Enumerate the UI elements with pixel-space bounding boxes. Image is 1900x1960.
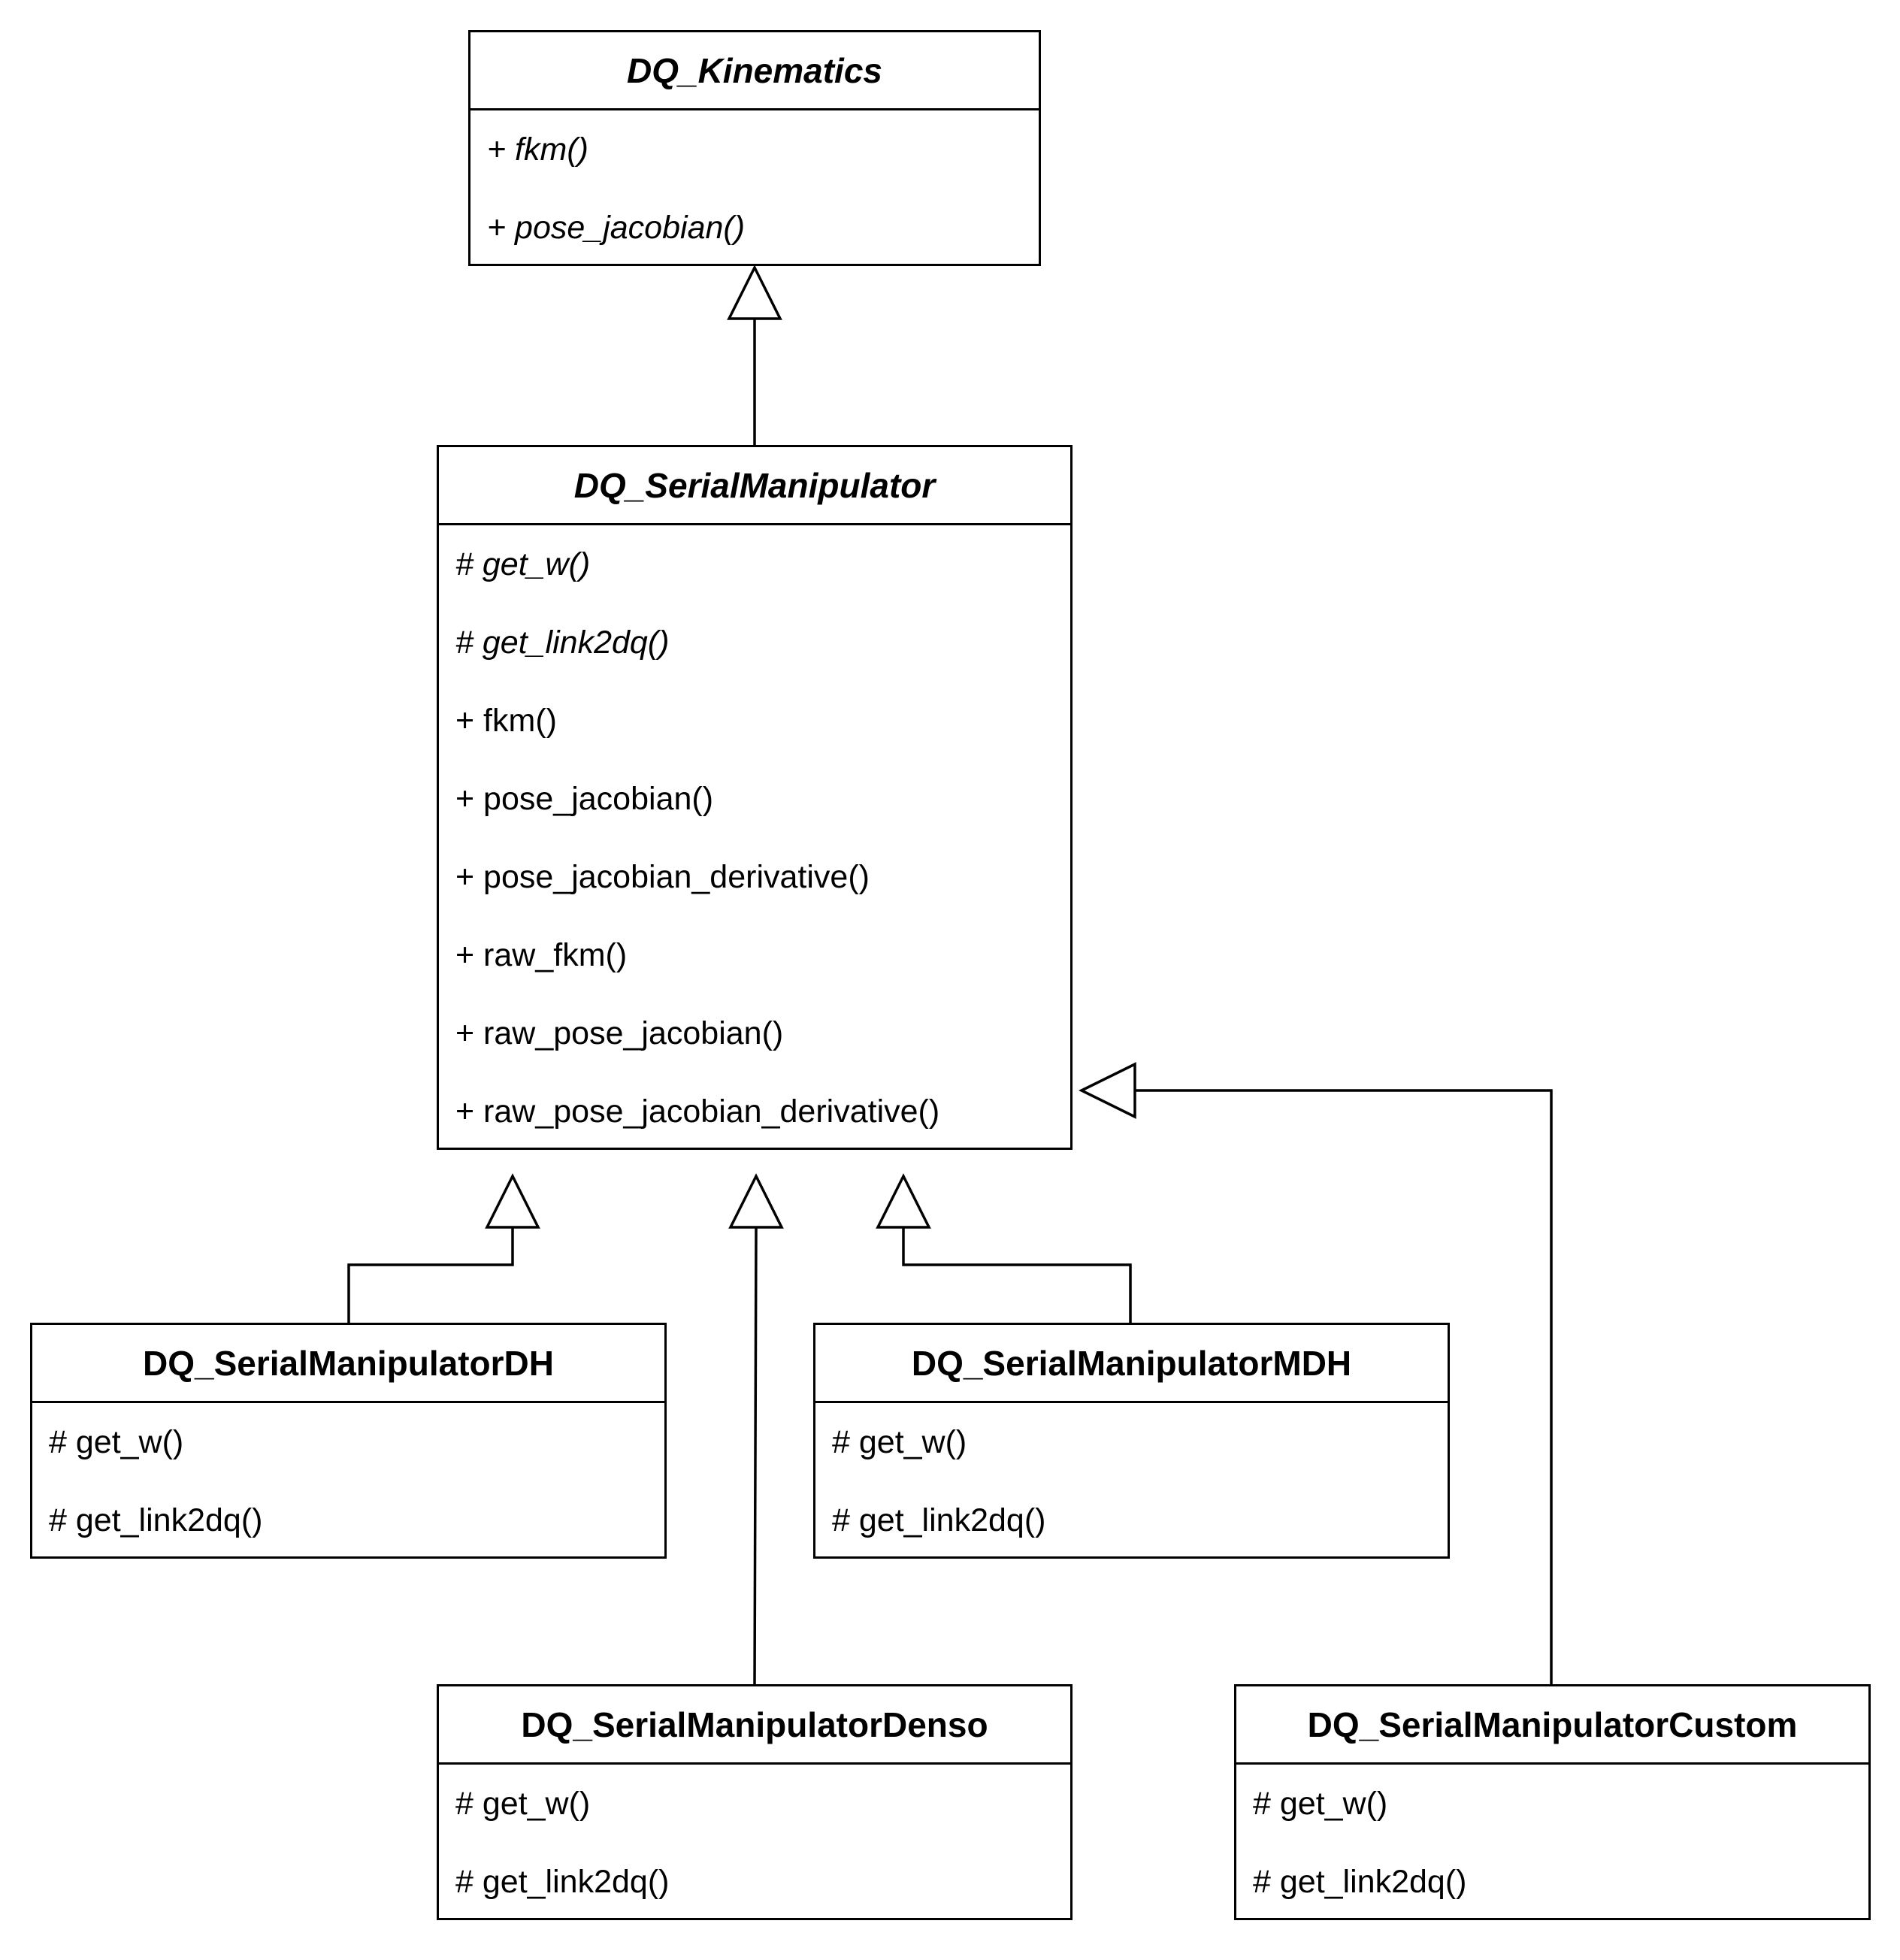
generalization-line-mdh-to-serialmanipulator: [902, 1227, 1132, 1323]
method-item: + pose_jacobian_derivative(): [455, 859, 870, 895]
generalization-arrowhead-custom: [1079, 1062, 1136, 1119]
method-item: # get_w(): [832, 1424, 967, 1460]
generalization-line-denso-to-serialmanipulator: [753, 1227, 758, 1685]
method-item: + raw_pose_jacobian(): [455, 1015, 784, 1051]
generalization-arrowhead-denso: [728, 1173, 784, 1229]
method-item: + fkm(): [487, 132, 588, 168]
method-item: # get_w(): [455, 1786, 591, 1822]
method-list: # get_w() # get_link2dq(): [815, 1403, 1448, 1559]
class-dq-kinematics[interactable]: DQ_Kinematics + fkm() + pose_jacobian(): [468, 30, 1041, 266]
generalization-arrowhead-dh: [485, 1173, 540, 1229]
class-dq-serialmanipulatordh[interactable]: DQ_SerialManipulatorDH # get_w() # get_l…: [30, 1323, 667, 1559]
method-item: + raw_fkm(): [455, 937, 628, 973]
generalization-arrowhead-mdh: [876, 1173, 931, 1229]
method-item: # get_w(): [455, 546, 591, 582]
class-name: DQ_Kinematics: [470, 32, 1039, 110]
method-item: + pose_jacobian(): [455, 781, 714, 817]
method-list: # get_w() # get_link2dq(): [32, 1403, 664, 1559]
method-list: # get_w() # get_link2dq(): [1236, 1765, 1868, 1921]
method-list: # get_w() # get_link2dq(): [439, 1765, 1070, 1921]
method-item: # get_link2dq(): [1253, 1864, 1467, 1900]
method-item: # get_link2dq(): [49, 1502, 263, 1538]
method-list: # get_w() # get_link2dq() + fkm() + pose…: [439, 525, 1070, 1151]
method-list: + fkm() + pose_jacobian(): [470, 110, 1039, 267]
method-item: # get_link2dq(): [455, 625, 670, 661]
class-name: DQ_SerialManipulatorCustom: [1236, 1686, 1868, 1765]
method-item: + fkm(): [455, 703, 557, 739]
class-name: DQ_SerialManipulatorMDH: [815, 1325, 1448, 1403]
method-item: + raw_pose_jacobian_derivative(): [455, 1093, 940, 1130]
class-name: DQ_SerialManipulator: [439, 447, 1070, 525]
class-dq-serialmanipulatorcustom[interactable]: DQ_SerialManipulatorCustom # get_w() # g…: [1234, 1684, 1871, 1920]
class-name: DQ_SerialManipulatorDenso: [439, 1686, 1070, 1765]
method-item: # get_w(): [1253, 1786, 1388, 1822]
method-item: # get_link2dq(): [455, 1864, 670, 1900]
method-item: + pose_jacobian(): [487, 210, 746, 246]
generalization-line-custom-to-serialmanipulator: [1135, 1089, 1553, 1684]
class-dq-serialmanipulatordenso[interactable]: DQ_SerialManipulatorDenso # get_w() # ge…: [437, 1684, 1073, 1920]
method-item: # get_link2dq(): [832, 1502, 1046, 1538]
generalization-arrowhead-kinematics: [727, 265, 782, 320]
class-dq-serialmanipulatormdh[interactable]: DQ_SerialManipulatorMDH # get_w() # get_…: [813, 1323, 1450, 1559]
class-name: DQ_SerialManipulatorDH: [32, 1325, 664, 1403]
generalization-line-dh-to-serialmanipulator: [347, 1227, 514, 1323]
class-dq-serialmanipulator[interactable]: DQ_SerialManipulator # get_w() # get_lin…: [437, 445, 1073, 1150]
method-item: # get_w(): [49, 1424, 184, 1460]
